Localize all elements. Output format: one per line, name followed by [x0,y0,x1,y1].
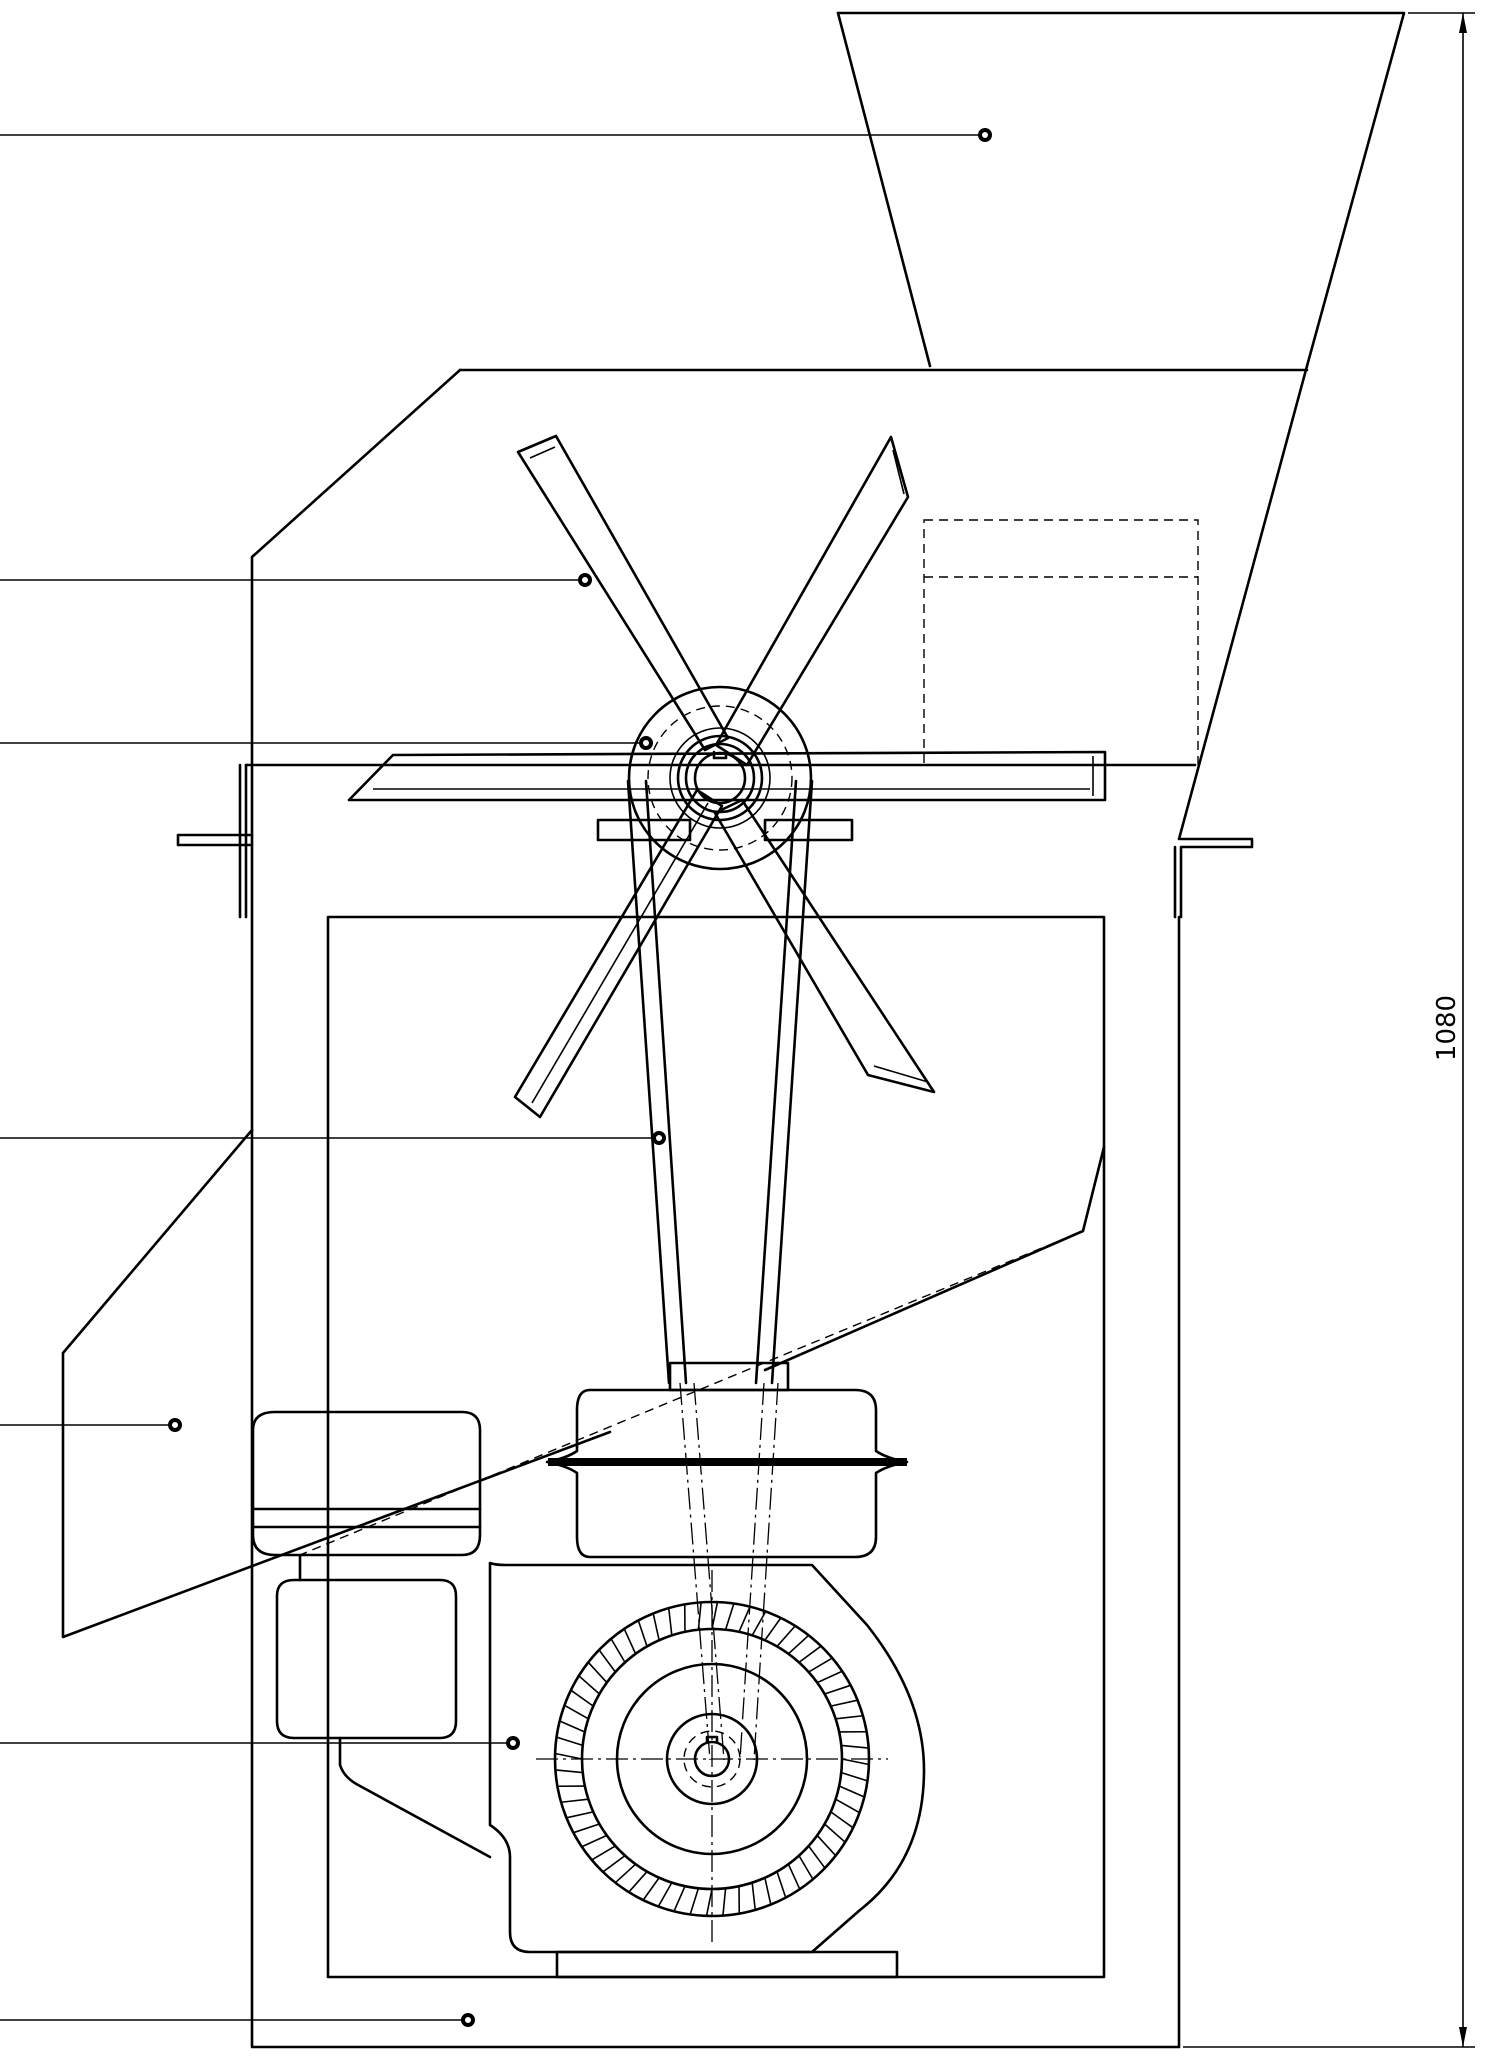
drive-belts [626,779,814,1761]
fuel-tank [545,1361,909,1559]
flywheel-fin [642,1877,660,1901]
flywheel-fin [602,1854,626,1873]
flywheel-fin [841,1744,869,1749]
flywheel-fin [628,1871,648,1893]
flywheel-fin [841,1758,870,1766]
flywheel-fin [816,1670,843,1684]
rotor-blades [347,434,1107,1119]
flywheel-fin [764,1877,772,1905]
flywheel-fin [560,1798,589,1804]
flywheel-fin [623,1628,637,1655]
flywheel-fin [578,1675,600,1695]
leader-dot-rotor-blade [578,573,592,587]
flywheel-fin [570,1689,594,1707]
flywheel-fin [764,1617,782,1641]
flywheel-fin [555,1769,583,1774]
flywheel-fin [787,1863,801,1890]
leader-lines [0,128,992,2027]
flywheel-fin [697,1602,702,1630]
upper-housing [176,364,1309,1132]
flywheel-fin [711,1601,719,1630]
flywheel-fin [751,1882,757,1911]
flywheel-fin [808,1657,833,1673]
flywheel-fin [776,1625,796,1647]
flywheel-fin [667,1607,673,1636]
flywheel-fin [830,1699,858,1707]
leader-dot-hopper [978,128,992,142]
flywheel-fin [637,1620,648,1647]
flywheel-fin [652,1613,660,1641]
leader-dot-discharge-chute [168,1418,182,1432]
flywheel-fin [724,1603,735,1630]
flywheel-fin [722,1888,727,1916]
flywheel [536,1570,888,1945]
flywheel-fin [824,1823,846,1843]
flywheel-fin [573,1823,600,1834]
flywheel-fin [614,1863,637,1884]
engine-body [275,1561,926,1979]
flywheel-fin [787,1634,810,1655]
flywheel-fin [751,1611,767,1636]
flywheel-fin [807,1845,826,1869]
flywheel-fin [587,1661,608,1684]
leader-dot-rotor-hub [639,736,653,750]
flywheel-fin [556,1736,583,1747]
flywheel-fin [610,1638,626,1663]
leader-dot-frame [461,2013,475,2027]
flywheel-fin [689,1888,700,1915]
flywheel-fin [554,1752,583,1760]
flywheel-fin [559,1720,586,1733]
hopper [836,11,1406,368]
flywheel-fin [591,1845,616,1861]
flywheel-fin [835,1714,864,1720]
flywheel-fin [564,1704,589,1720]
flywheel-fin [673,1885,686,1912]
flywheel-fin [581,1834,608,1848]
flywheel-fin [830,1811,854,1829]
flywheel-fin [798,1645,822,1664]
flywheel-fin [824,1684,851,1695]
rotor-hub [627,685,813,871]
frame [250,915,1181,2049]
height-dimension-label: 1080 [1432,995,1462,1061]
flywheel-fin [776,1871,787,1898]
flywheel-fin [705,1888,713,1917]
flywheel-fin [838,1785,865,1798]
flywheel-fin [816,1834,837,1857]
height-dimension: 1080 [1183,12,1475,2048]
leader-dot-engine [506,1736,520,1750]
flywheel-fin [598,1649,617,1673]
flywheel-fin [566,1811,594,1819]
air-filter [251,1410,482,1582]
flywheel-fin [798,1855,814,1880]
discharge-chute [61,1128,1106,1639]
flywheel-fin [738,1606,751,1633]
leader-dot-drive-belt [652,1131,666,1145]
flywheel-fin [841,1771,868,1782]
flywheel-fin [657,1882,673,1907]
flywheel-fin [835,1798,860,1814]
